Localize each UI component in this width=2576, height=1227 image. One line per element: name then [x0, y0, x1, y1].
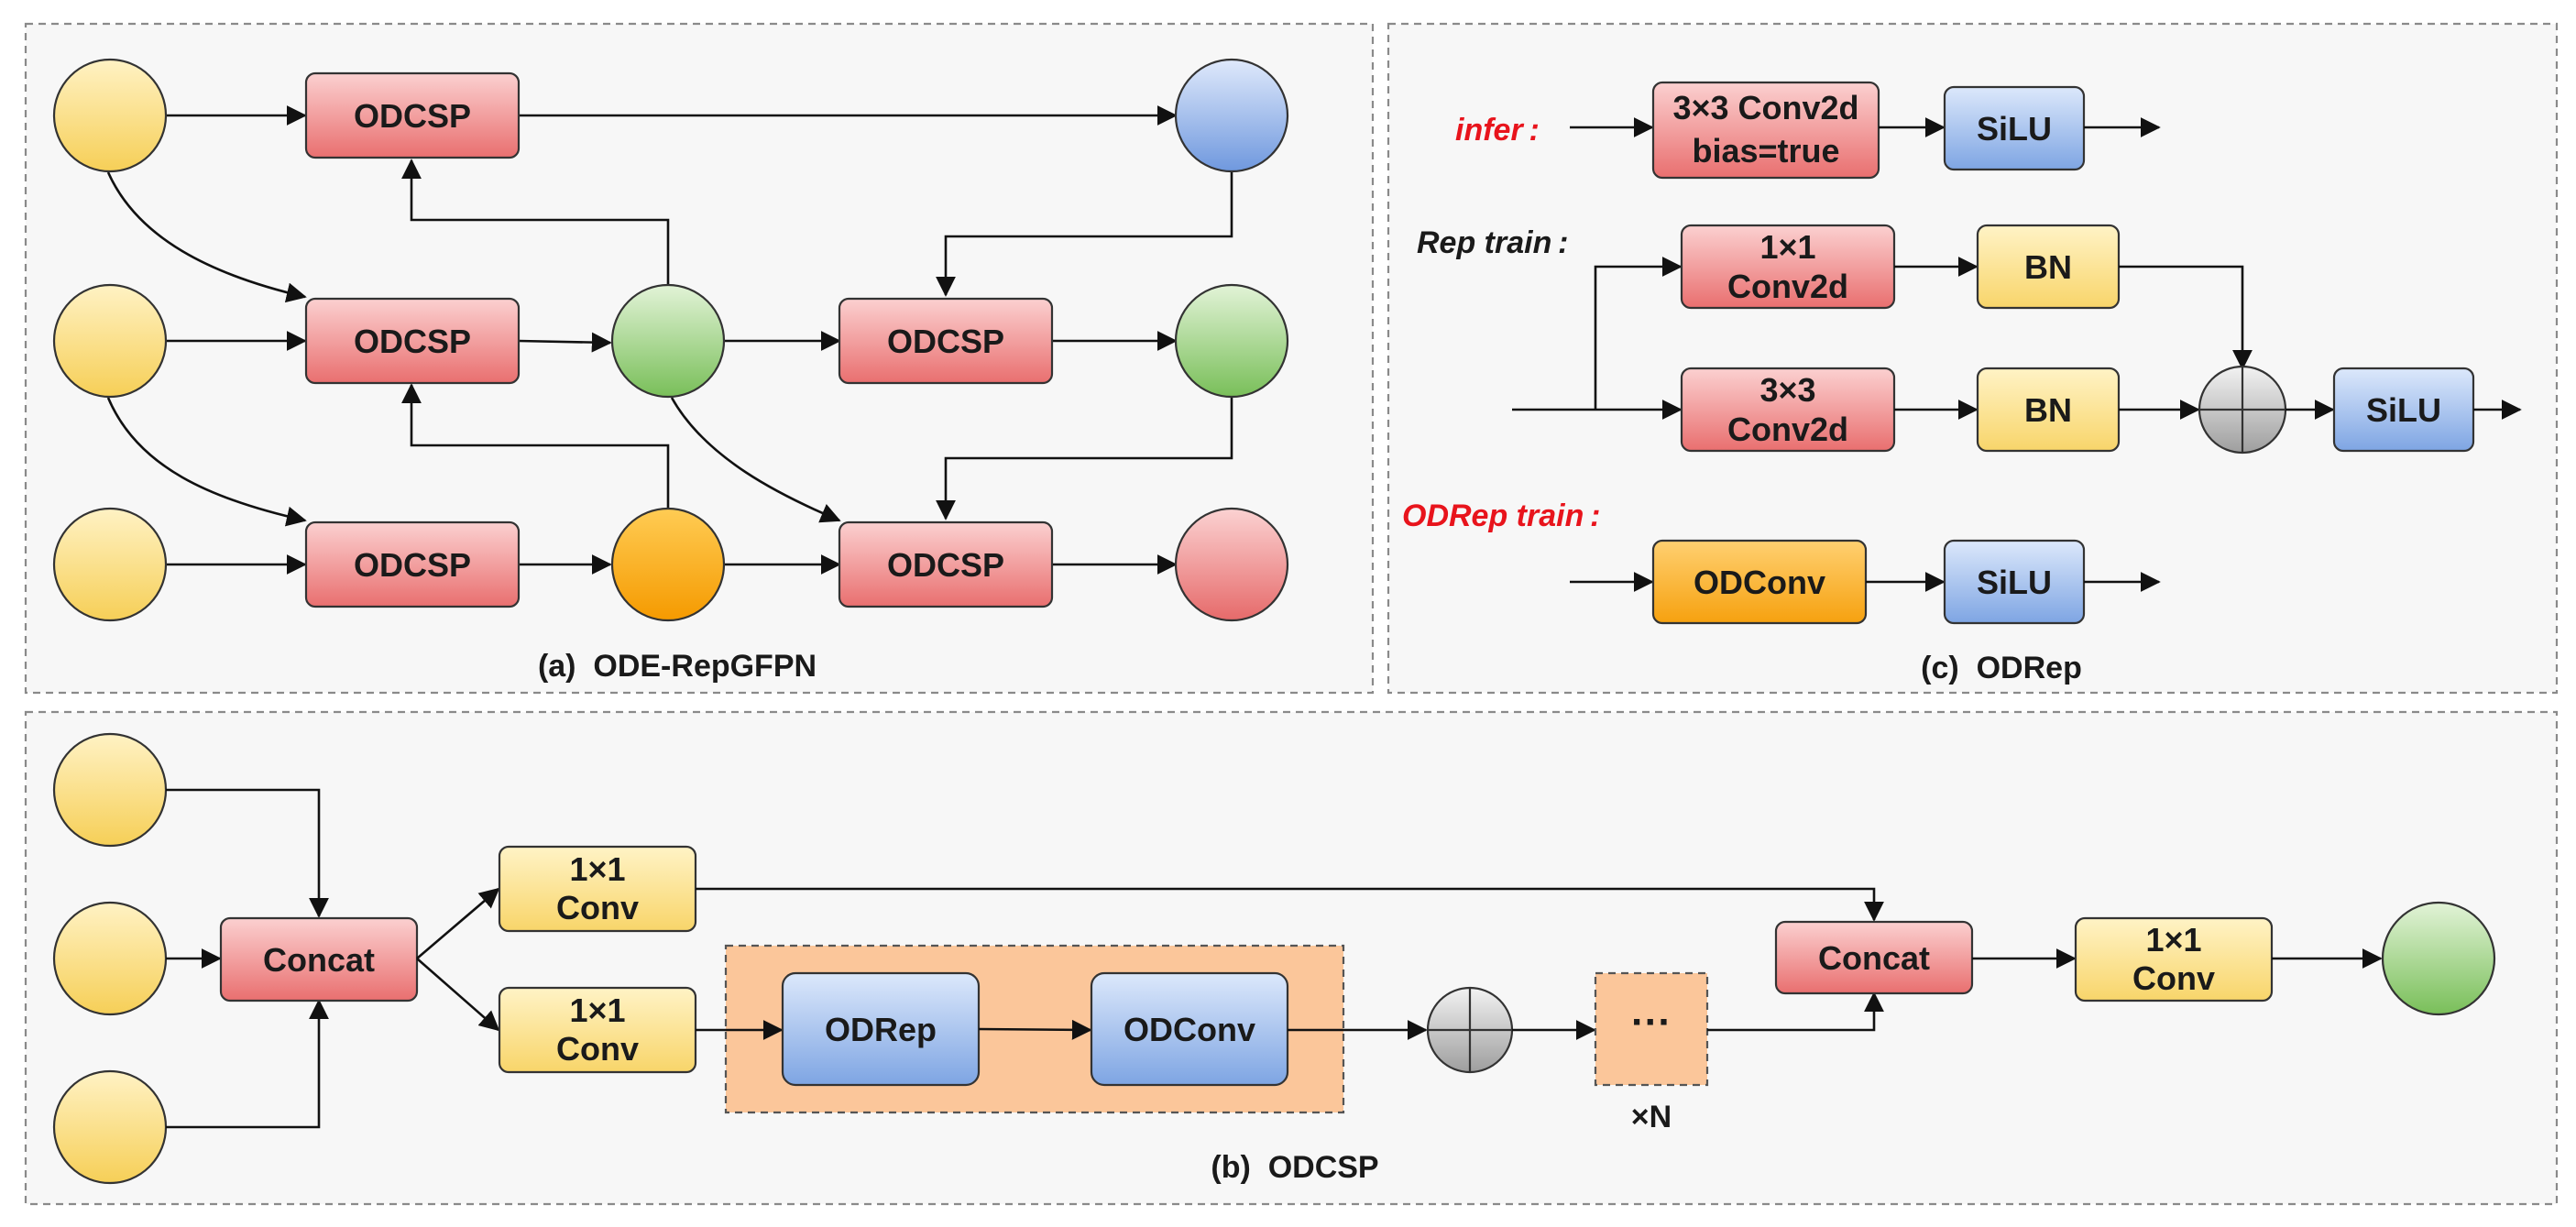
- odcsp-label: ODCSP: [887, 546, 1004, 584]
- odcsp-box-bot-right: [838, 520, 1054, 608]
- conv-bot-line2: Conv: [556, 1030, 639, 1068]
- conv-out-line1: 1×1: [2145, 921, 2201, 959]
- repeat-ellipsis-box: [1594, 971, 1709, 1087]
- panel-a-caption: (a) ODE-RepGFPN: [538, 649, 817, 684]
- odcsp-box-top-left: [304, 71, 521, 159]
- odrep-odconv-label: ODConv: [1694, 564, 1825, 601]
- odcsp-label: ODCSP: [354, 323, 471, 360]
- infer-silu-label: SiLU: [1977, 110, 2052, 148]
- odrep-train-label: ODRep train :: [1402, 498, 1600, 533]
- rep-silu-label: SiLU: [2366, 391, 2441, 429]
- panel-a: ODCSP ODCSP ODCSP ODCSP ODCSP (a) ODE-Re…: [52, 58, 1289, 684]
- odcsp-box-mid-right: [838, 297, 1054, 385]
- conv-top-line2: Conv: [556, 889, 639, 926]
- rep-train-label: Rep train :: [1417, 225, 1568, 260]
- infer-conv-line1: 3×3 Conv2d: [1672, 89, 1858, 126]
- output-circle-blue: [1174, 58, 1289, 173]
- input-circle-top: [52, 58, 168, 173]
- odcsp-label: ODCSP: [354, 546, 471, 584]
- input-circle-bot: [52, 507, 168, 622]
- conv-top-line1: 1×1: [569, 850, 625, 888]
- repeat-ellipsis: ···: [1631, 1000, 1672, 1045]
- panel-b: Concat 1×1 Conv 1×1 Conv ODRep ODConv ··…: [52, 732, 2496, 1185]
- panel-b-caption: (b) ODCSP: [1211, 1150, 1378, 1185]
- odcsp-output-circle-green: [2381, 901, 2496, 1016]
- rep-conv1-line1: 1×1: [1759, 228, 1815, 266]
- infer-conv-box: [1651, 81, 1880, 180]
- concat-left-label: Concat: [263, 941, 375, 979]
- infer-conv-line2: bias=true: [1692, 132, 1839, 170]
- odcsp-input-circle-bot: [52, 1069, 168, 1185]
- odcsp-input-circle-top: [52, 732, 168, 848]
- panel-c-caption: (c) ODRep: [1921, 651, 2082, 685]
- rep-conv3-line1: 3×3: [1759, 371, 1815, 409]
- panel-c: infer : 3×3 Conv2d bias=true SiLU Rep tr…: [1402, 81, 2522, 685]
- add-circle-icon: [2198, 365, 2287, 455]
- mid-circle-orange: [610, 507, 726, 622]
- rep-bn2-label: BN: [2024, 391, 2072, 429]
- rep-conv3-line2: Conv2d: [1727, 411, 1848, 448]
- odconv-label: ODConv: [1124, 1011, 1255, 1048]
- mid-circle-green: [610, 283, 726, 399]
- conv-bot-line1: 1×1: [569, 991, 625, 1029]
- odrep-silu-label: SiLU: [1977, 564, 2052, 601]
- add-circle-icon: [1426, 986, 1514, 1074]
- output-circle-green: [1174, 283, 1289, 399]
- rep-conv1-line2: Conv2d: [1727, 268, 1848, 305]
- output-circle-red: [1174, 507, 1289, 622]
- odcsp-box-bot-left: [304, 520, 521, 608]
- odrep-label: ODRep: [825, 1011, 937, 1048]
- odcsp-label: ODCSP: [354, 97, 471, 135]
- odcsp-input-circle-mid: [52, 901, 168, 1016]
- concat-right-label: Concat: [1818, 939, 1930, 977]
- conv-out-line2: Conv: [2132, 959, 2215, 997]
- repeat-count: ×N: [1631, 1100, 1672, 1134]
- odcsp-box-mid-left: [304, 297, 521, 385]
- rep-bn1-label: BN: [2024, 248, 2072, 286]
- odcsp-label: ODCSP: [887, 323, 1004, 360]
- input-circle-mid: [52, 283, 168, 399]
- infer-label: infer :: [1455, 113, 1540, 148]
